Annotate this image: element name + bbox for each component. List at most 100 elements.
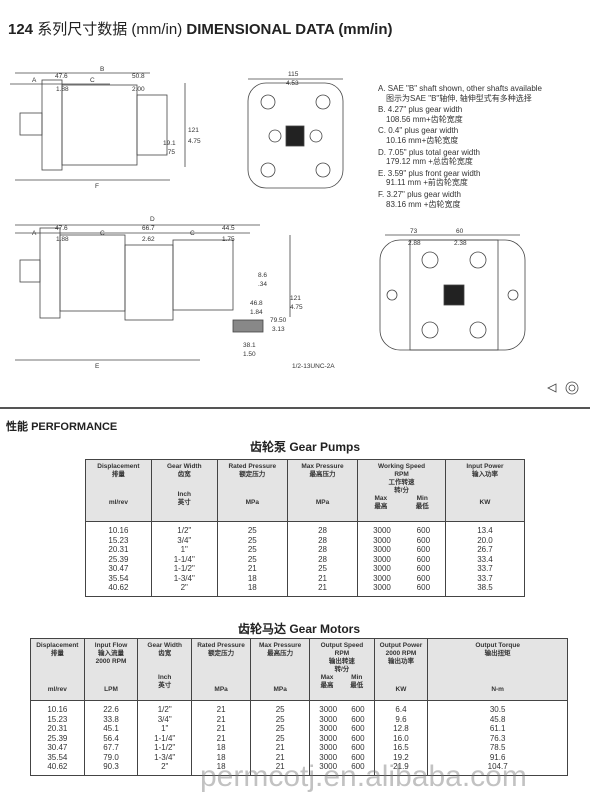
table-cell: 38.5 — [444, 583, 526, 597]
header-text: 最低 — [415, 503, 429, 510]
table-cell: 18 — [191, 743, 252, 753]
title-cn: 齿轮马达 — [237, 622, 286, 636]
table-cell: 33.7 — [444, 573, 526, 583]
note-line: C. 0.4" plus gear width — [378, 126, 459, 136]
table-cell: 1-1/4" — [150, 554, 218, 564]
table-cell: 6.4 — [373, 700, 429, 715]
table-cell: 45.8 — [427, 714, 568, 724]
performance-heading: 性能 PERFORMANCE — [6, 418, 117, 434]
header-text: Gear Width — [166, 463, 202, 470]
header-text: Min — [351, 674, 363, 681]
table-cell: 28 — [286, 521, 359, 536]
gear-motors-title: 齿轮马达 Gear Motors — [30, 620, 568, 637]
header-text: Output Power — [379, 642, 423, 649]
note-line: D. 7.05" plus total gear width — [378, 147, 481, 157]
title-cn: 齿轮泵 — [249, 440, 286, 454]
speed-min: 600 — [351, 733, 365, 743]
dim-d-label: D — [150, 216, 155, 223]
table-cell: 1-3/4" — [150, 573, 218, 583]
table-cell: 78.5 — [427, 743, 568, 753]
speed-max: 3000 — [373, 564, 391, 573]
table-cell: 21 — [216, 564, 288, 574]
header-text: Input Flow — [94, 642, 128, 649]
model-number: 124 — [8, 21, 34, 38]
table-cell: 25 — [216, 535, 288, 545]
table-cell: 35.54 — [30, 752, 85, 762]
table-cell: 25 — [286, 564, 359, 574]
header-text: 输入流量 — [98, 650, 125, 657]
dim-text: 1.75 — [222, 236, 235, 243]
table-cell: 9.6 — [373, 714, 429, 724]
dim-text: 46.8 — [250, 300, 263, 307]
dim-text: 47.6 — [55, 225, 68, 232]
header-text: Output Speed — [320, 642, 364, 649]
speed-max: 3000 — [373, 526, 391, 535]
table-cell: 1/2" — [150, 521, 218, 536]
note-line-cn: 10.16 mm+齿轮宽度 — [386, 135, 459, 145]
table-cell: 21 — [191, 700, 252, 715]
dim-text: 79.50 — [270, 317, 287, 324]
title-en: DIMENSIONAL DATA (mm/in) — [186, 21, 393, 38]
note-line-cn: 图示为SAE "B"轴伸, 轴伸型式有多种选择 — [386, 93, 532, 103]
header-text: 输出扭矩 — [484, 650, 511, 657]
dim-b-label: B — [100, 66, 104, 73]
header-text: 英寸 — [158, 682, 172, 689]
table-cell: 104.7 — [427, 762, 568, 776]
dim-text: 4.75 — [290, 304, 303, 311]
header-text: 最高压力 — [309, 471, 336, 478]
table-cell: 20.0 — [444, 535, 526, 545]
table-cell: 25 — [216, 521, 288, 536]
speed-max: 3000 — [319, 733, 338, 743]
table-cell: 10.16 — [30, 700, 85, 715]
header-text: 最高 — [374, 503, 388, 510]
header-text: Output Torque — [475, 642, 520, 649]
table-cell: 28 — [286, 545, 359, 555]
table-cell: 30.5 — [427, 700, 568, 715]
header-text: Max Pressure — [259, 642, 302, 649]
speed-min: 600 — [416, 564, 431, 573]
dim-text: 66.7 — [142, 225, 155, 232]
table-cell: 3/4" — [150, 535, 218, 545]
speed-max: 3000 — [319, 724, 338, 733]
table-cell: 12.8 — [373, 724, 429, 734]
note-line: E. 3.59" plus front gear width — [378, 168, 481, 178]
table-cell: 33.4 — [444, 554, 526, 564]
dim-text: 115 — [288, 71, 299, 78]
speed-min: 600 — [416, 526, 431, 535]
table-cell: 20.31 — [85, 545, 152, 555]
table-cell: 13.4 — [444, 521, 526, 536]
table-cell: 35.54 — [85, 573, 152, 583]
header-text: 最低 — [350, 682, 364, 689]
header-text: MPa — [273, 686, 287, 693]
pump-front-view — [247, 78, 344, 189]
dim-text: 2.38 — [454, 240, 467, 247]
note-line: B. 4.27" plus gear width — [378, 105, 463, 115]
table-cell: 1/2" — [137, 700, 193, 715]
table-cell: 1-3/4" — [137, 752, 193, 762]
tandem-pump-side-view — [15, 224, 291, 361]
dim-text: 73 — [410, 228, 418, 235]
header-text: 排量 — [50, 650, 64, 657]
table-cell: 1-1/2" — [150, 564, 218, 574]
table-cell: 67.7 — [83, 743, 139, 753]
header-text: KW — [395, 686, 407, 693]
table-cell: 30.47 — [85, 564, 152, 574]
